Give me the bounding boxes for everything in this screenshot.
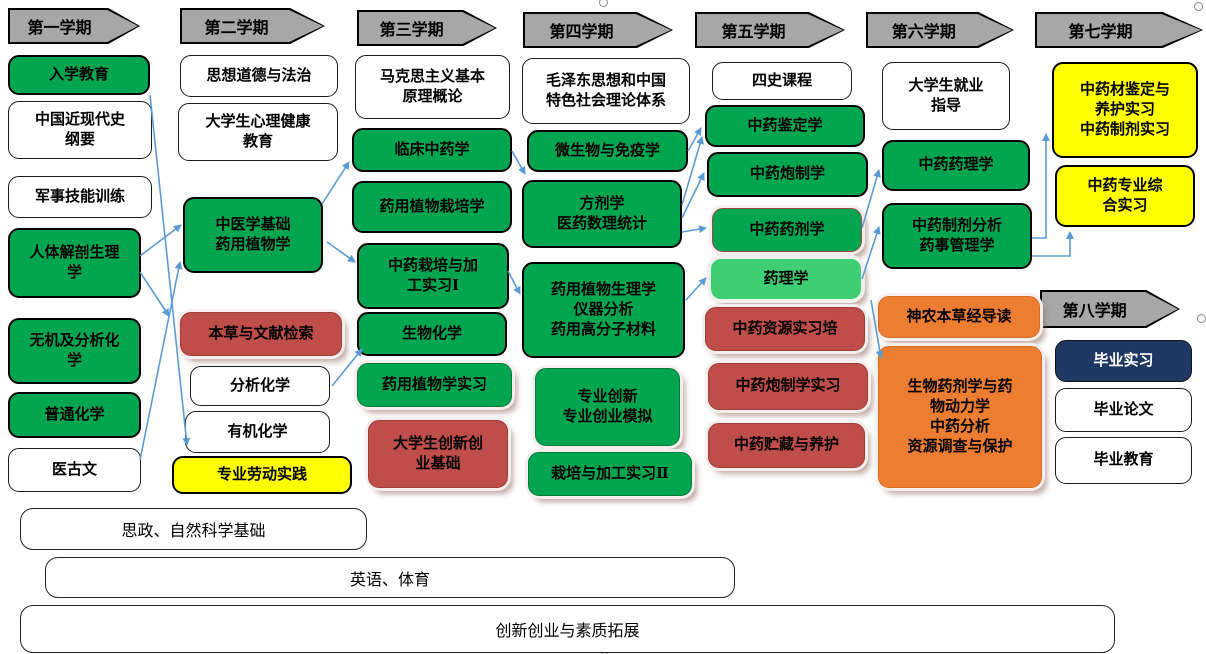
course-box: 毕业教育 [1055,437,1192,484]
course-box: 中医学基础 药用植物学 [183,197,323,273]
semester-header-label: 第三学期 [379,22,444,39]
course-box: 本草与文献检索 [180,312,342,356]
bottom-bar: 英语、体育 [45,557,735,598]
selection-handle[interactable] [1194,2,1203,11]
bottom-bar: 思政、自然科学基础 [20,508,367,550]
course-box: 生物化学 [357,312,507,356]
semester-header: 第八学期 [1040,290,1180,328]
course-box: 大学生心理健康 教育 [178,103,338,161]
semester-header: 第一学期 [8,8,140,44]
course-box: 大学生创新创 业基础 [368,420,508,488]
course-box: 微生物与免疫学 [527,130,688,172]
course-box: 药用植物学实习 [357,363,512,407]
pentagon-arrow-fill [182,10,323,42]
course-box: 神农本草经导读 [878,296,1040,338]
course-box: 栽培与加工实习Ⅱ [528,452,692,496]
semester-header-label: 第一学期 [27,20,92,37]
course-box: 中药专业综 合实习 [1055,165,1195,227]
course-box: 药理学 [710,258,862,300]
semester-header: 第七学期 [1035,12,1203,48]
course-box: 中药资源实习培 [705,307,865,351]
semester-header: 第二学期 [180,8,325,44]
course-box: 毕业实习 [1055,340,1192,382]
selection-handle[interactable] [1197,314,1206,323]
selection-handle[interactable] [599,0,608,7]
semester-header: 第六学期 [866,12,1014,48]
course-box: 中药炮制学 [707,152,868,197]
pentagon-arrow-fill [525,14,671,46]
course-box: 药用植物生理学 仪器分析 药用高分子材料 [522,262,685,358]
course-box: 四史课程 [712,62,852,100]
course-box: 有机化学 [185,411,330,453]
course-box: 入学教育 [8,55,150,95]
semester-header: 第三学期 [357,10,497,46]
course-box: 人体解剖生理 学 [8,228,141,298]
pentagon-arrow-fill [868,14,1012,46]
pentagon-arrow-fill [359,12,495,44]
semester-header-label: 第四学期 [549,24,614,41]
course-box: 中国近现代史 纲要 [8,101,152,159]
course-box: 马克思主义基本 原理概论 [355,55,510,119]
course-box: 中药鉴定学 [705,105,865,147]
semester-header-label: 第八学期 [1062,303,1127,320]
semester-header: 第五学期 [695,12,845,48]
course-box: 专业劳动实践 [172,456,352,494]
course-box: 分析化学 [190,366,330,406]
course-box: 中药炮制学实习 [708,363,868,410]
course-box: 军事技能训练 [8,176,152,218]
pentagon-arrow-fill [1037,14,1201,46]
course-box: 药用植物栽培学 [352,181,512,233]
course-box: 方剂学 医药数理统计 [522,180,682,248]
course-box: 毛泽东思想和中国 特色社会理论体系 [522,58,690,124]
pentagon-arrow-fill [697,14,843,46]
semester-header-label: 第七学期 [1068,24,1133,41]
semester-header-label: 第六学期 [891,24,956,41]
course-box: 医古文 [8,448,141,492]
course-box: 中药贮藏与养护 [708,423,865,468]
semester-header: 第四学期 [523,12,673,48]
course-box: 生物药剂学与药 物动力学 中药分析 资源调查与保护 [878,346,1042,488]
course-box: 无机及分析化 学 [8,318,141,384]
course-box: 专业创新 专业创业模拟 [535,368,680,446]
semester-header-label: 第二学期 [204,20,269,37]
course-box: 中药材鉴定与 养护实习 中药制剂实习 [1052,62,1198,158]
pentagon-arrow-fill [10,10,138,42]
course-box: 大学生就业 指导 [882,62,1010,130]
course-box: 中药栽培与加 工实习Ⅰ [357,243,509,309]
course-box: 中药药理学 [882,140,1030,191]
semester-header-label: 第五学期 [721,24,786,41]
course-box: 中药制剂分析 药事管理学 [882,203,1032,269]
bottom-bar: 创新创业与素质拓展 [20,605,1115,653]
course-box: 临床中药学 [352,128,512,172]
course-box: 普通化学 [8,392,141,438]
course-box: 中药药剂学 [712,208,862,252]
course-box: 思想道德与法治 [180,55,338,97]
course-box: 毕业论文 [1055,388,1192,432]
pentagon-arrow-fill [1042,292,1178,326]
